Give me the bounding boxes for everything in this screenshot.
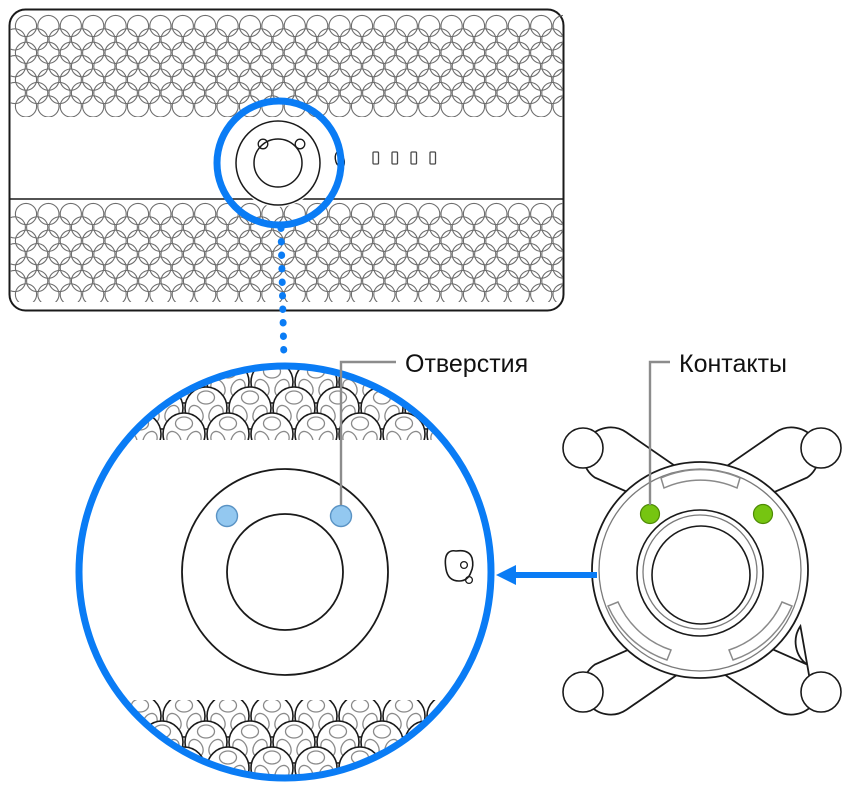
detail-connector-dotted-line: [277, 224, 288, 366]
screw-hole-top-right: [800, 427, 842, 469]
callout-contacts-label: Контакты: [679, 350, 787, 378]
lattice-cell: [559, 747, 601, 785]
recess-slot-top: [660, 468, 741, 490]
lattice-cell: [77, 386, 96, 430]
adapter-screw-holes: [562, 427, 842, 713]
direction-arrow: [496, 565, 597, 585]
port-indicator: [372, 151, 380, 165]
mount-hole-right: [329, 504, 353, 528]
screw-hole-top-left: [562, 427, 604, 469]
lattice-cell: [515, 413, 557, 455]
hub-bore-ring-mid: [642, 514, 758, 630]
magnified-detail-view: [31, 361, 623, 785]
contact-right: [752, 503, 774, 525]
lattice-cell: [77, 746, 118, 780]
lattice-cell: [31, 747, 73, 785]
lattice-cell: [77, 364, 118, 404]
screw-hole-bottom-right: [800, 671, 842, 713]
lattice-cell: [492, 720, 493, 764]
lattice-cell: [31, 695, 73, 737]
callout-holes: Отверстия: [339, 350, 528, 505]
lattice-cell: [448, 720, 492, 764]
lattice-cell: [470, 412, 493, 440]
port-indicator: [391, 151, 399, 165]
lattice-cell: [470, 700, 493, 738]
lattice-cell: [515, 695, 557, 737]
lattice-cell: [77, 720, 96, 764]
latch-slot-detail: [444, 549, 474, 585]
recess-slot-bottom-right: [728, 601, 793, 661]
lattice-cell: [77, 412, 118, 440]
lattice-cell: [515, 747, 557, 785]
port-indicators: [372, 151, 437, 165]
lattice-cell: [537, 387, 579, 429]
lattice-cell: [404, 720, 448, 764]
highlight-circle-top-view: [213, 97, 345, 229]
callout-holes-label: Отверстия: [405, 350, 528, 378]
contact-left: [639, 503, 661, 525]
lattice-cell: [470, 746, 493, 780]
mount-hole-left: [215, 504, 239, 528]
lattice-cell: [559, 361, 601, 403]
lattice-cell: [581, 721, 623, 763]
mount-outer-ring: [235, 120, 321, 206]
recess-slot-bottom-left: [607, 601, 672, 661]
lattice-cell: [118, 746, 162, 780]
callout-contacts: Контакты: [648, 350, 787, 505]
adapter-hub: [591, 461, 809, 679]
vesa-mount-adapter: [562, 426, 842, 716]
screw-hole-bottom-left: [562, 671, 604, 713]
adapter-recess-slots: [607, 468, 793, 661]
lattice-cell: [537, 721, 579, 763]
mount-hole-right: [294, 138, 306, 150]
lattice-cell: [96, 720, 140, 764]
mac-pro-top-view: [8, 8, 565, 312]
magnifier-ring: [75, 362, 495, 782]
port-indicator: [410, 151, 418, 165]
lattice-cell: [118, 364, 162, 404]
detail-outer-ring: [181, 468, 389, 676]
port-indicator: [429, 151, 437, 165]
detail-inner-ring: [226, 513, 344, 631]
lattice-cell: [492, 386, 493, 430]
lattice-cell: [31, 361, 73, 403]
hub-bore-ring-inner: [651, 525, 751, 625]
lattice-cell: [31, 413, 73, 455]
lattice-cell: [448, 386, 492, 430]
callout-contacts-leader-line: [648, 360, 670, 505]
lattice-cell: [426, 746, 470, 780]
callout-holes-leader-line: [339, 360, 396, 505]
mount-inner-ring: [253, 138, 303, 188]
lattice-cell: [77, 700, 118, 738]
lattice-cell: [96, 386, 140, 430]
lattice-cell: [581, 387, 623, 429]
mount-hole-left: [257, 138, 269, 150]
